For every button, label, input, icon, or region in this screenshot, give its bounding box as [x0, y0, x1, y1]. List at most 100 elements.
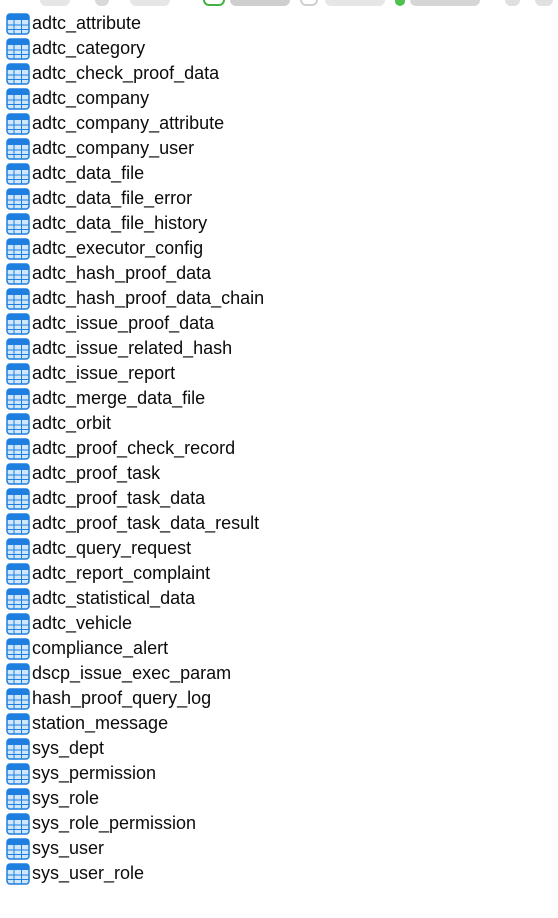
table-item[interactable]: compliance_alert — [0, 636, 558, 661]
table-item[interactable]: adtc_hash_proof_data — [0, 261, 558, 286]
table-item[interactable]: adtc_orbit — [0, 411, 558, 436]
table-item[interactable]: adtc_data_file — [0, 161, 558, 186]
table-item[interactable]: adtc_proof_check_record — [0, 436, 558, 461]
database-table-icon — [6, 612, 30, 635]
toolbar-fragment — [230, 0, 290, 6]
table-name: compliance_alert — [32, 638, 169, 658]
table-name: adtc_executor_config — [32, 238, 204, 258]
table-name: adtc_proof_check_record — [32, 438, 236, 458]
table-item[interactable]: adtc_issue_related_hash — [0, 336, 558, 361]
table-name: adtc_data_file_history — [32, 213, 208, 233]
table-name: adtc_category — [32, 38, 146, 58]
toolbar-fragment — [130, 0, 170, 6]
table-item[interactable]: adtc_data_file_error — [0, 186, 558, 211]
table-name: adtc_company_user — [32, 138, 195, 158]
table-item[interactable]: adtc_company — [0, 86, 558, 111]
table-item[interactable]: adtc_company_user — [0, 136, 558, 161]
table-item[interactable]: adtc_query_request — [0, 536, 558, 561]
table-name: adtc_issue_report — [32, 363, 176, 383]
table-item[interactable]: adtc_check_proof_data — [0, 61, 558, 86]
table-name: adtc_proof_task_data_result — [32, 513, 260, 533]
table-item[interactable]: sys_dept — [0, 736, 558, 761]
table-name: adtc_report_complaint — [32, 563, 211, 583]
table-name: adtc_orbit — [32, 413, 112, 433]
database-table-icon — [6, 37, 30, 60]
table-name: adtc_data_file_error — [32, 188, 193, 208]
toolbar-fragment — [505, 0, 520, 6]
table-name: adtc_proof_task_data — [32, 488, 206, 508]
table-name: adtc_company — [32, 88, 150, 108]
database-table-icon — [6, 112, 30, 135]
database-table-icon — [6, 562, 30, 585]
database-table-icon — [6, 462, 30, 485]
database-table-icon — [6, 237, 30, 260]
table-item[interactable]: adtc_statistical_data — [0, 586, 558, 611]
database-table-icon — [6, 212, 30, 235]
table-item[interactable]: adtc_proof_task — [0, 461, 558, 486]
table-name: adtc_check_proof_data — [32, 63, 220, 83]
table-name: hash_proof_query_log — [32, 688, 212, 708]
table-name: adtc_statistical_data — [32, 588, 196, 608]
table-item[interactable]: sys_role_permission — [0, 811, 558, 836]
database-table-icon — [6, 687, 30, 710]
database-table-icon — [6, 362, 30, 385]
database-table-icon — [6, 162, 30, 185]
table-item[interactable]: adtc_attribute — [0, 11, 558, 36]
table-item[interactable]: adtc_proof_task_data — [0, 486, 558, 511]
database-table-icon — [6, 862, 30, 885]
database-table-icon — [6, 787, 30, 810]
database-table-icon — [6, 312, 30, 335]
table-item[interactable]: sys_user_role — [0, 861, 558, 886]
table-item[interactable]: sys_user — [0, 836, 558, 861]
toolbar-fragment — [40, 0, 70, 6]
table-name: adtc_issue_proof_data — [32, 313, 215, 333]
toolbar-fragment — [300, 0, 318, 6]
table-item[interactable]: adtc_merge_data_file — [0, 386, 558, 411]
database-table-icon — [6, 437, 30, 460]
database-table-icon — [6, 387, 30, 410]
database-table-icon — [6, 662, 30, 685]
database-table-icon — [6, 487, 30, 510]
table-item[interactable]: hash_proof_query_log — [0, 686, 558, 711]
table-name: adtc_vehicle — [32, 613, 133, 633]
table-item[interactable]: adtc_report_complaint — [0, 561, 558, 586]
table-item[interactable]: adtc_category — [0, 36, 558, 61]
table-name: adtc_query_request — [32, 538, 192, 558]
table-item[interactable]: sys_role — [0, 786, 558, 811]
table-item[interactable]: adtc_hash_proof_data_chain — [0, 286, 558, 311]
table-item[interactable]: dscp_issue_exec_param — [0, 661, 558, 686]
toolbar-fragment — [535, 0, 553, 6]
table-name: station_message — [32, 713, 169, 733]
toolbar-strip — [0, 0, 558, 9]
database-table-icon — [6, 412, 30, 435]
table-item[interactable]: adtc_issue_report — [0, 361, 558, 386]
table-item[interactable]: adtc_data_file_history — [0, 211, 558, 236]
database-table-icon — [6, 337, 30, 360]
database-table-icon — [6, 187, 30, 210]
database-table-icon — [6, 537, 30, 560]
database-table-icon — [6, 762, 30, 785]
table-name: adtc_hash_proof_data_chain — [32, 288, 265, 308]
toolbar-fragment — [95, 0, 109, 6]
table-name: sys_user — [32, 838, 105, 858]
database-table-icon — [6, 587, 30, 610]
database-table-icon — [6, 12, 30, 35]
table-item[interactable]: sys_permission — [0, 761, 558, 786]
table-name: sys_role — [32, 788, 100, 808]
database-table-icon — [6, 712, 30, 735]
toolbar-fragment — [325, 0, 385, 6]
toolbar-fragment — [410, 0, 480, 6]
database-table-icon — [6, 87, 30, 110]
database-table-icon — [6, 812, 30, 835]
table-name: adtc_company_attribute — [32, 113, 225, 133]
table-name: sys_permission — [32, 763, 157, 783]
table-item[interactable]: adtc_executor_config — [0, 236, 558, 261]
table-item[interactable]: adtc_company_attribute — [0, 111, 558, 136]
table-item[interactable]: adtc_vehicle — [0, 611, 558, 636]
table-item[interactable]: adtc_issue_proof_data — [0, 311, 558, 336]
table-name: sys_user_role — [32, 863, 145, 883]
database-table-icon — [6, 637, 30, 660]
table-item[interactable]: station_message — [0, 711, 558, 736]
table-item[interactable]: adtc_proof_task_data_result — [0, 511, 558, 536]
